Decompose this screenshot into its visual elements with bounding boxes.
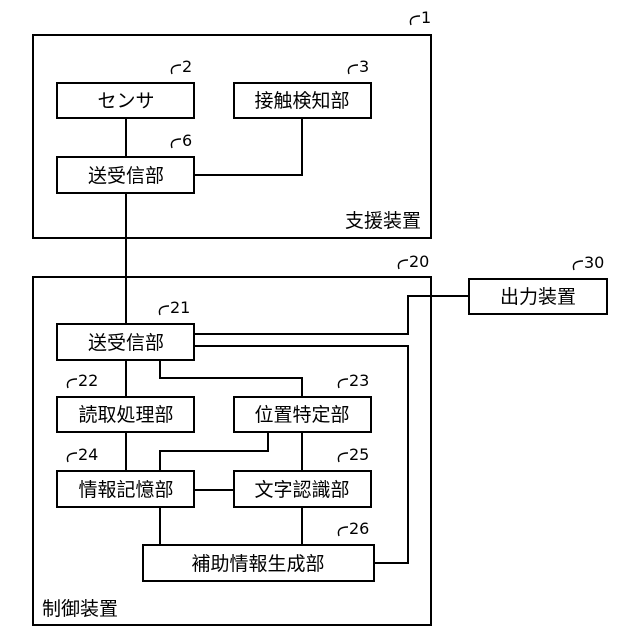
link-transceiver-position bbox=[160, 360, 302, 397]
transceiver-control-label: 送受信部 bbox=[88, 332, 164, 354]
output-device-label: 出力装置 bbox=[500, 286, 576, 308]
link-transceiver-output bbox=[194, 296, 469, 334]
position-identifier-ref: 23 bbox=[349, 371, 369, 390]
aux-info-generator-ref: 26 bbox=[349, 519, 369, 538]
char-recognizer-label: 文字認識部 bbox=[254, 479, 349, 501]
sensor-ref: 2 bbox=[182, 57, 192, 76]
support-device-label: 支援装置 bbox=[345, 210, 421, 232]
support-device-group: 支援装置 1 センサ 2 接触検知部 3 送受信部 6 bbox=[33, 8, 431, 238]
char-recognizer-leader bbox=[338, 453, 348, 462]
info-storage-ref: 24 bbox=[78, 445, 98, 464]
contact-detector-leader bbox=[348, 65, 358, 74]
output-device-leader bbox=[573, 261, 583, 270]
aux-info-generator-label: 補助情報生成部 bbox=[191, 553, 324, 575]
info-storage-leader bbox=[67, 453, 77, 462]
transceiver-control-leader bbox=[159, 306, 169, 315]
support-device-leader bbox=[410, 16, 420, 25]
sensor-label: センサ bbox=[97, 90, 154, 112]
link-contact-transceiver bbox=[194, 118, 302, 175]
position-identifier-leader bbox=[338, 379, 348, 388]
output-device-ref: 30 bbox=[584, 253, 604, 272]
support-device-frame bbox=[33, 35, 431, 238]
reading-processor-label: 読取処理部 bbox=[78, 404, 173, 426]
link-position-storage bbox=[160, 432, 268, 471]
info-storage-label: 情報記憶部 bbox=[78, 479, 173, 501]
char-recognizer-ref: 25 bbox=[349, 445, 369, 464]
reading-processor-ref: 22 bbox=[78, 371, 98, 390]
contact-detector-ref: 3 bbox=[359, 57, 369, 76]
sensor-leader bbox=[171, 65, 181, 74]
support-device-ref: 1 bbox=[421, 8, 431, 27]
reading-processor-leader bbox=[67, 379, 77, 388]
transceiver-control-ref: 21 bbox=[170, 298, 190, 317]
position-identifier-label: 位置特定部 bbox=[254, 404, 349, 426]
transceiver-support-ref: 6 bbox=[182, 131, 192, 150]
transceiver-support-leader bbox=[171, 139, 181, 148]
control-device-label: 制御装置 bbox=[42, 598, 118, 620]
contact-detector-label: 接触検知部 bbox=[254, 90, 349, 112]
aux-info-generator-leader bbox=[338, 527, 348, 536]
output-device-group: 出力装置 30 bbox=[469, 253, 607, 314]
control-device-leader bbox=[398, 260, 408, 269]
control-device-group: 制御装置 20 送受信部 21 読取処理部 22 位置特定部 23 情報記憶部 … bbox=[33, 252, 431, 625]
control-device-ref: 20 bbox=[409, 252, 429, 271]
transceiver-support-label: 送受信部 bbox=[88, 165, 164, 187]
